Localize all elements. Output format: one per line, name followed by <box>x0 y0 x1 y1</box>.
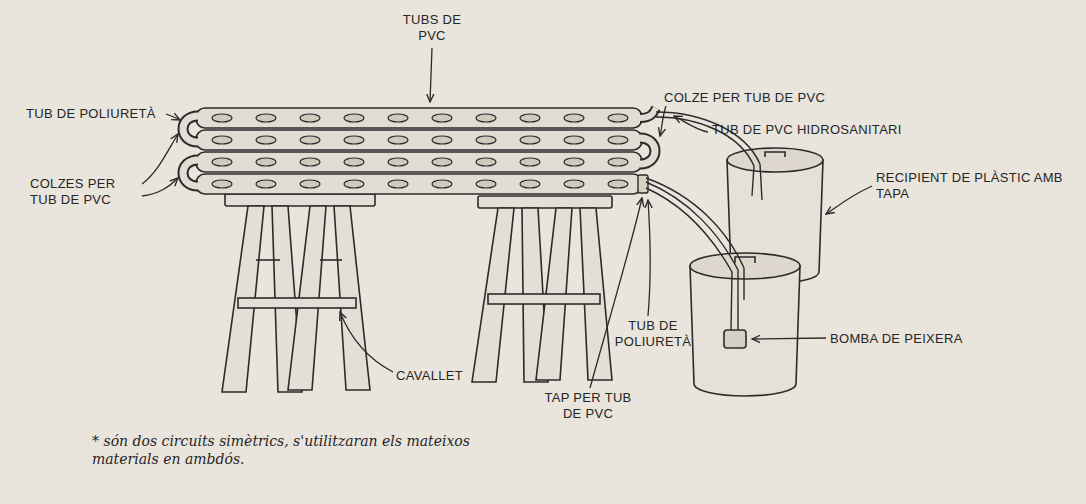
part-label: COLZE PER TUB DE PVC <box>664 90 864 106</box>
part-label: TUB DE POLIURETÀ <box>26 106 166 122</box>
part-label: RECIPIENT DE PLÀSTIC AMB TAPA <box>876 170 1076 202</box>
part-label: TUB DE PVC HIDROSANITARI <box>712 122 942 138</box>
note-text: * són dos circuits simètrics, s'utilitza… <box>92 432 482 468</box>
tubes <box>646 112 762 330</box>
pipe-elbows <box>183 108 656 186</box>
sawhorse <box>222 194 375 392</box>
aquarium-pump <box>724 330 746 348</box>
plastic-container <box>690 253 800 396</box>
part-label: TAP PER TUB DE PVC <box>540 390 636 422</box>
leader-lines <box>142 48 872 388</box>
part-label: BOMBA DE PEIXERA <box>830 331 1030 347</box>
part-label: TUBS DE PVC <box>392 12 472 44</box>
part-label: CAVALLET <box>396 368 496 384</box>
sawhorse <box>472 196 612 382</box>
part-label: COLZES PER TUB DE PVC <box>30 176 140 208</box>
part-label: TUB DE POLIURETÀ <box>612 318 694 350</box>
pvc-pipes <box>196 108 642 194</box>
